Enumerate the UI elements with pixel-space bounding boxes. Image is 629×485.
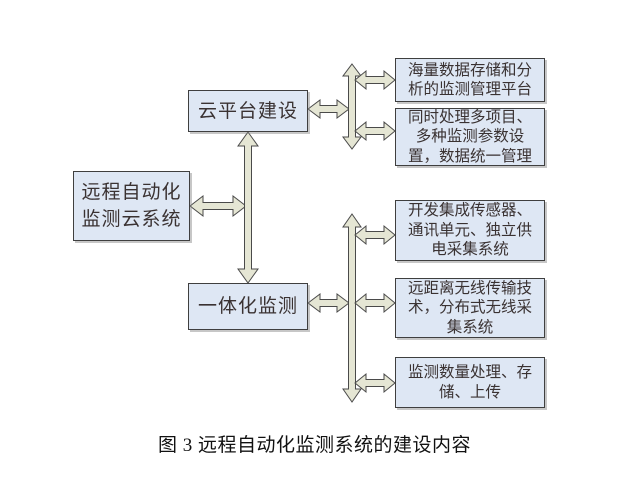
node-sensor-acquisition-system: 开发集成传感器、 通讯单元、独立供 电采集系统 xyxy=(395,200,545,261)
node-integrated-monitoring: 一体化监测 xyxy=(188,283,308,330)
arrow-hub-to-wireless xyxy=(354,292,396,314)
branch-hub-cloud-vertical-arrow xyxy=(342,63,362,150)
arrow-hub-to-multiproject xyxy=(354,120,396,142)
node-wireless-transmission: 远距离无线传输技 术，分布式无线采 集系统 xyxy=(395,278,545,338)
arrow-hub-to-sensor xyxy=(354,224,396,246)
node-remote-cloud-system: 远程自动化 监测云系统 xyxy=(73,171,190,241)
arrow-root-to-hub xyxy=(189,194,247,218)
branch-hub-integrated-vertical-arrow xyxy=(342,213,362,403)
node-multi-project-management: 同时处理多项目、 多种监测参数设 置，数据统一管理 xyxy=(395,108,545,166)
arrow-cloud-to-integrated xyxy=(237,131,259,284)
node-mass-data-platform: 海量数据存储和分 析的监测管理平台 xyxy=(395,58,545,102)
arrow-cloud-to-branch-hub xyxy=(307,99,350,119)
node-cloud-platform: 云平台建设 xyxy=(188,90,308,132)
arrow-hub-to-storage xyxy=(354,372,396,394)
arrow-hub-to-massdata xyxy=(354,69,396,91)
figure-caption: 图 3 远程自动化监测系统的建设内容 xyxy=(157,435,471,456)
arrow-integrated-to-branch-hub xyxy=(307,293,350,313)
node-data-processing-storage: 监测数量处理、存 储、上传 xyxy=(395,357,545,408)
